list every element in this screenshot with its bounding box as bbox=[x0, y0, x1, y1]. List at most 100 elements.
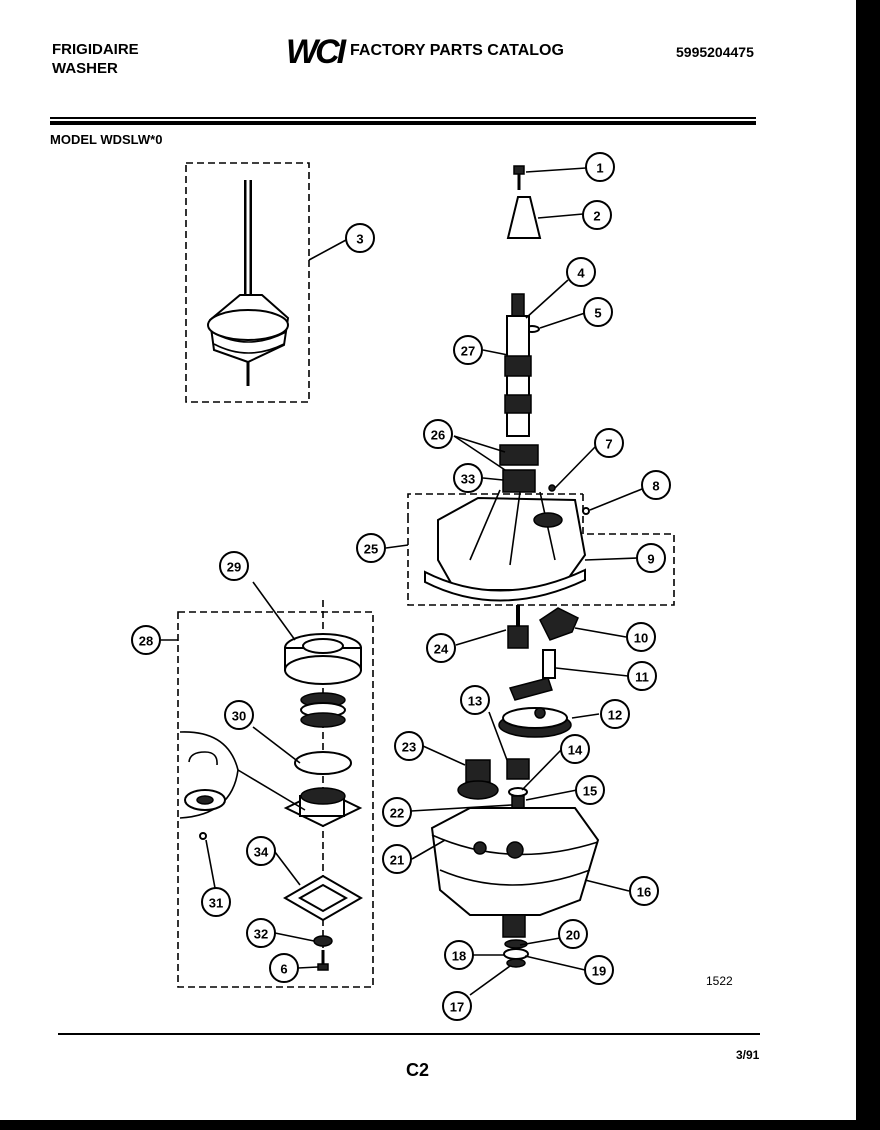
assembly-25-box-b bbox=[407, 494, 675, 606]
callout-33: 33 bbox=[453, 463, 483, 493]
seal-spring-part bbox=[300, 692, 346, 728]
callout-number: 7 bbox=[605, 437, 612, 452]
callout-number: 34 bbox=[254, 845, 269, 860]
callout-circle bbox=[246, 918, 276, 948]
callout-circle bbox=[582, 200, 612, 230]
callout-18: 18 bbox=[444, 940, 474, 970]
callout-number: 24 bbox=[434, 642, 449, 657]
callout-circle bbox=[636, 543, 666, 573]
callout-31: 31 bbox=[201, 887, 231, 917]
callout-number: 1 bbox=[596, 161, 603, 176]
callout-22: 22 bbox=[382, 797, 412, 827]
seal-retainer-part bbox=[283, 874, 363, 922]
assembly-3-box bbox=[185, 162, 310, 403]
callout-number: 6 bbox=[280, 962, 287, 977]
callout-circle bbox=[453, 463, 483, 493]
seal-part bbox=[284, 633, 362, 685]
callout-circle bbox=[558, 919, 588, 949]
callout-number: 14 bbox=[568, 743, 583, 758]
callout-25: 25 bbox=[356, 533, 386, 563]
wci-logo: WCI bbox=[286, 33, 350, 69]
callout-number: 8 bbox=[652, 479, 659, 494]
callout-9: 9 bbox=[636, 543, 666, 573]
callout-34: 34 bbox=[246, 836, 276, 866]
callout-number: 32 bbox=[254, 927, 268, 942]
callout-circle bbox=[453, 335, 483, 365]
brand-name: FRIGIDAIRE bbox=[52, 41, 139, 58]
callout-number: 11 bbox=[635, 670, 649, 685]
bottom-edge-border bbox=[0, 1120, 880, 1130]
right-edge-border bbox=[856, 0, 880, 1130]
callout-20: 20 bbox=[558, 919, 588, 949]
callout-circle bbox=[641, 470, 671, 500]
callout-2: 2 bbox=[582, 200, 612, 230]
callout-circle bbox=[426, 633, 456, 663]
callout-circle bbox=[600, 699, 630, 729]
callout-circle bbox=[594, 428, 624, 458]
callout-circle bbox=[131, 625, 161, 655]
callout-circle bbox=[560, 734, 590, 764]
main-gear-part bbox=[498, 707, 572, 738]
callout-number: 22 bbox=[390, 806, 404, 821]
callout-5: 5 bbox=[583, 297, 613, 327]
callout-number: 30 bbox=[232, 709, 246, 724]
product-type: WASHER bbox=[52, 60, 118, 77]
assembly-25-box-a bbox=[407, 493, 583, 520]
callout-number: 28 bbox=[139, 634, 153, 649]
callout-circle bbox=[442, 991, 472, 1021]
callout-circle bbox=[219, 551, 249, 581]
callout-number: 20 bbox=[566, 928, 580, 943]
callout-number: 23 bbox=[402, 740, 416, 755]
callout-number: 12 bbox=[608, 708, 622, 723]
callout-circle bbox=[201, 887, 231, 917]
callout-16: 16 bbox=[629, 876, 659, 906]
callout-21: 21 bbox=[382, 844, 412, 874]
callout-circle bbox=[246, 836, 276, 866]
callout-11: 11 bbox=[627, 661, 657, 691]
callout-circle bbox=[627, 661, 657, 691]
callout-number: 25 bbox=[364, 542, 378, 557]
callout-24: 24 bbox=[426, 633, 456, 663]
assembly-28-box bbox=[177, 611, 374, 988]
callout-circle bbox=[629, 876, 659, 906]
callout-circle bbox=[269, 953, 299, 983]
callout-8: 8 bbox=[641, 470, 671, 500]
callout-number: 27 bbox=[461, 344, 475, 359]
callout-circle bbox=[460, 685, 490, 715]
callout-27: 27 bbox=[453, 335, 483, 365]
callout-number: 2 bbox=[593, 209, 600, 224]
page-label: C2 bbox=[406, 1060, 430, 1080]
callout-3: 3 bbox=[345, 223, 375, 253]
pinion-part bbox=[507, 605, 529, 649]
catalog-title: FACTORY PARTS CATALOG bbox=[350, 42, 564, 59]
bearing-housing-part bbox=[283, 787, 363, 828]
callout-14: 14 bbox=[560, 734, 590, 764]
callout-circle bbox=[575, 775, 605, 805]
callout-number: 29 bbox=[227, 560, 241, 575]
screw-part bbox=[513, 165, 525, 190]
shaft-hardware-group bbox=[503, 939, 529, 968]
callout-1: 1 bbox=[585, 152, 615, 182]
callout-number: 5 bbox=[594, 306, 601, 321]
model-label: MODEL WDSLW*0 bbox=[50, 132, 163, 147]
callout-circle bbox=[345, 223, 375, 253]
gear-case-part bbox=[430, 807, 600, 938]
catalog-part-number: 5995204475 bbox=[676, 44, 754, 60]
o-ring-part bbox=[294, 751, 352, 775]
gear-case-cover-part bbox=[424, 484, 590, 602]
revision-date: 3/91 bbox=[736, 1048, 760, 1062]
exploded-parts-diagram: 1234527267338259292824101113123023141522… bbox=[50, 117, 760, 1035]
callout-19: 19 bbox=[584, 955, 614, 985]
crank-part bbox=[508, 649, 556, 701]
diagram-code: 1522 bbox=[706, 974, 733, 988]
callout-number: 16 bbox=[637, 885, 651, 900]
callout-30: 30 bbox=[224, 700, 254, 730]
callout-circle bbox=[423, 419, 453, 449]
callout-circle bbox=[394, 731, 424, 761]
callout-number: 26 bbox=[431, 428, 445, 443]
callout-circle bbox=[626, 622, 656, 652]
callout-28: 28 bbox=[131, 625, 161, 655]
callout-number: 19 bbox=[592, 964, 606, 979]
callout-10: 10 bbox=[626, 622, 656, 652]
